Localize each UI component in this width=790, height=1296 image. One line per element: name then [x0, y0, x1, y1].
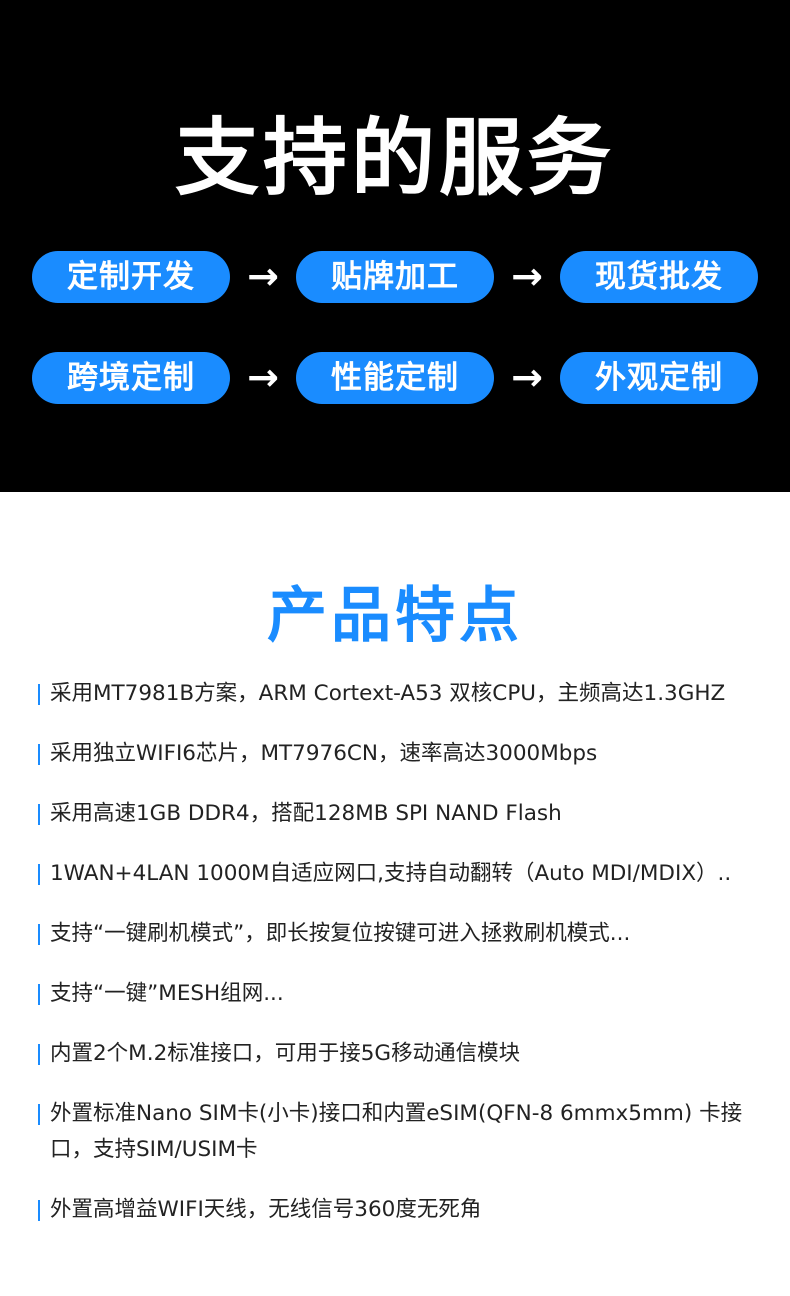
- feature-text: 支持“一键”MESH组网...: [50, 981, 284, 1006]
- arrow-right-icon: →: [511, 355, 543, 399]
- service-pill-performance-custom: 性能定制: [296, 352, 494, 404]
- feature-item: 内置2个M.2标准接口，可用于接5G移动通信模块: [38, 1036, 774, 1072]
- feature-text: 采用独立WIFI6芯片，MT7976CN，速率高达3000Mbps: [50, 741, 598, 766]
- bullet-bar-icon: [38, 984, 40, 1005]
- feature-text: 外置标准Nano SIM卡(小卡)接口和内置eSIM(QFN-8 6mmx5mm…: [50, 1101, 743, 1162]
- feature-text: 采用MT7981B方案，ARM Cortext-A53 双核CPU，主频高达1.…: [50, 681, 726, 706]
- feature-item: 外置标准Nano SIM卡(小卡)接口和内置eSIM(QFN-8 6mmx5mm…: [38, 1096, 774, 1168]
- arrow-right-icon: →: [511, 254, 543, 298]
- bullet-bar-icon: [38, 1044, 40, 1065]
- feature-item: 支持“一键刷机模式”，即长按复位按键可进入拯救刷机模式...: [38, 916, 774, 952]
- feature-text: 支持“一键刷机模式”，即长按复位按键可进入拯救刷机模式...: [50, 921, 631, 946]
- feature-text: 内置2个M.2标准接口，可用于接5G移动通信模块: [50, 1041, 521, 1066]
- feature-text: 1WAN+4LAN 1000M自适应网口,支持自动翻转（Auto MDI/MDI…: [50, 861, 732, 886]
- services-title: 支持的服务: [174, 109, 615, 207]
- bullet-bar-icon: [38, 744, 40, 765]
- arrow-right-icon: →: [247, 254, 279, 298]
- arrow-right-icon: →: [247, 355, 279, 399]
- feature-item: 1WAN+4LAN 1000M自适应网口,支持自动翻转（Auto MDI/MDI…: [38, 856, 774, 892]
- service-row-1: 定制开发 → 贴牌加工 → 现货批发: [32, 251, 760, 303]
- bullet-bar-icon: [38, 1104, 40, 1125]
- feature-item: 支持“一键”MESH组网...: [38, 976, 774, 1012]
- bullet-bar-icon: [38, 684, 40, 705]
- service-pill-appearance-custom: 外观定制: [560, 352, 758, 404]
- bullet-bar-icon: [38, 924, 40, 945]
- feature-item: 外置高增益WIFI天线，无线信号360度无死角: [38, 1192, 774, 1228]
- services-banner: 支持的服务 定制开发 → 贴牌加工 → 现货批发 跨境定制 → 性能定制 → 外…: [0, 0, 790, 492]
- bullet-bar-icon: [38, 804, 40, 825]
- service-pill-custom-development: 定制开发: [32, 251, 230, 303]
- service-pill-wholesale: 现货批发: [560, 251, 758, 303]
- feature-list: 采用MT7981B方案，ARM Cortext-A53 双核CPU，主频高达1.…: [38, 676, 774, 1252]
- feature-item: 采用独立WIFI6芯片，MT7976CN，速率高达3000Mbps: [38, 736, 774, 772]
- service-pill-cross-border: 跨境定制: [32, 352, 230, 404]
- feature-text: 外置高增益WIFI天线，无线信号360度无死角: [50, 1197, 482, 1222]
- features-title: 产品特点: [267, 581, 523, 651]
- feature-item: 采用高速1GB DDR4，搭配128MB SPI NAND Flash: [38, 796, 774, 832]
- feature-text: 采用高速1GB DDR4，搭配128MB SPI NAND Flash: [50, 801, 562, 826]
- bullet-bar-icon: [38, 864, 40, 885]
- feature-item: 采用MT7981B方案，ARM Cortext-A53 双核CPU，主频高达1.…: [38, 676, 774, 712]
- service-row-2: 跨境定制 → 性能定制 → 外观定制: [32, 352, 760, 404]
- service-pill-oem-processing: 贴牌加工: [296, 251, 494, 303]
- bullet-bar-icon: [38, 1200, 40, 1221]
